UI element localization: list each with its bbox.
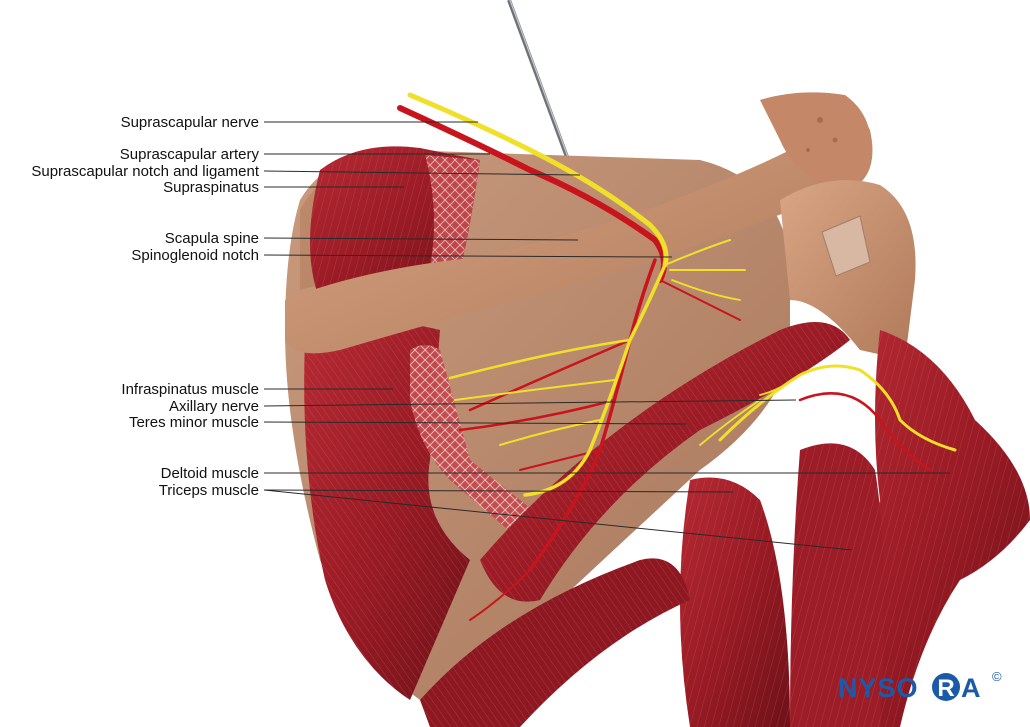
label-deltoid: Deltoid muscle: [161, 465, 259, 482]
supraspinatus-muscle: [310, 146, 480, 300]
needle: [507, 0, 576, 177]
lower-muscle-band: [420, 558, 690, 727]
infraspinatus-tendon: [410, 345, 545, 540]
leader-triceps-b: [263, 489, 853, 551]
scapula-spine: [285, 92, 873, 354]
logo-text-left: NYSO: [838, 673, 919, 703]
triceps-muscle: [680, 443, 884, 727]
label-suprascapular-artery: Suprascapular artery: [120, 146, 260, 163]
logo-text-right: A: [961, 673, 982, 703]
label-axillary-nerve: Axillary nerve: [169, 398, 259, 415]
leader-triceps-a: [263, 489, 734, 493]
label-infraspinatus: Infraspinatus muscle: [121, 381, 259, 398]
logo-circle: [932, 673, 960, 701]
label-scapula-spine: Scapula spine: [165, 230, 259, 247]
nysora-logo: NYSO R A ©: [838, 669, 1002, 703]
leader-teres-minor: [263, 421, 687, 425]
leader-suprascapular-notch: [263, 170, 581, 176]
label-suprascapular-notch: Suprascapular notch and ligament: [31, 163, 259, 180]
label-supraspinatus: Supraspinatus: [163, 179, 259, 196]
label-triceps: Triceps muscle: [159, 482, 259, 499]
leader-axillary-nerve: [263, 399, 797, 407]
leader-spinoglenoid-notch: [263, 254, 673, 258]
leader-lines: [263, 121, 950, 551]
label-teres-minor: Teres minor muscle: [129, 414, 259, 431]
teres-minor-muscle: [480, 322, 850, 602]
logo-text-circled: R: [937, 675, 954, 702]
label-spinoglenoid-notch: Spinoglenoid notch: [131, 247, 259, 264]
suprascapular-artery: [397, 105, 932, 621]
label-suprascapular-nerve: Suprascapular nerve: [121, 114, 259, 131]
suprascapular-nerve: [407, 92, 746, 497]
axillary-nerve: [699, 364, 957, 452]
logo-copyright-mark: ©: [992, 669, 1002, 684]
humerus-head: [780, 180, 916, 360]
leader-scapula-spine: [263, 237, 579, 241]
labels: Suprascapular nerve Suprascapular artery…: [31, 114, 259, 499]
